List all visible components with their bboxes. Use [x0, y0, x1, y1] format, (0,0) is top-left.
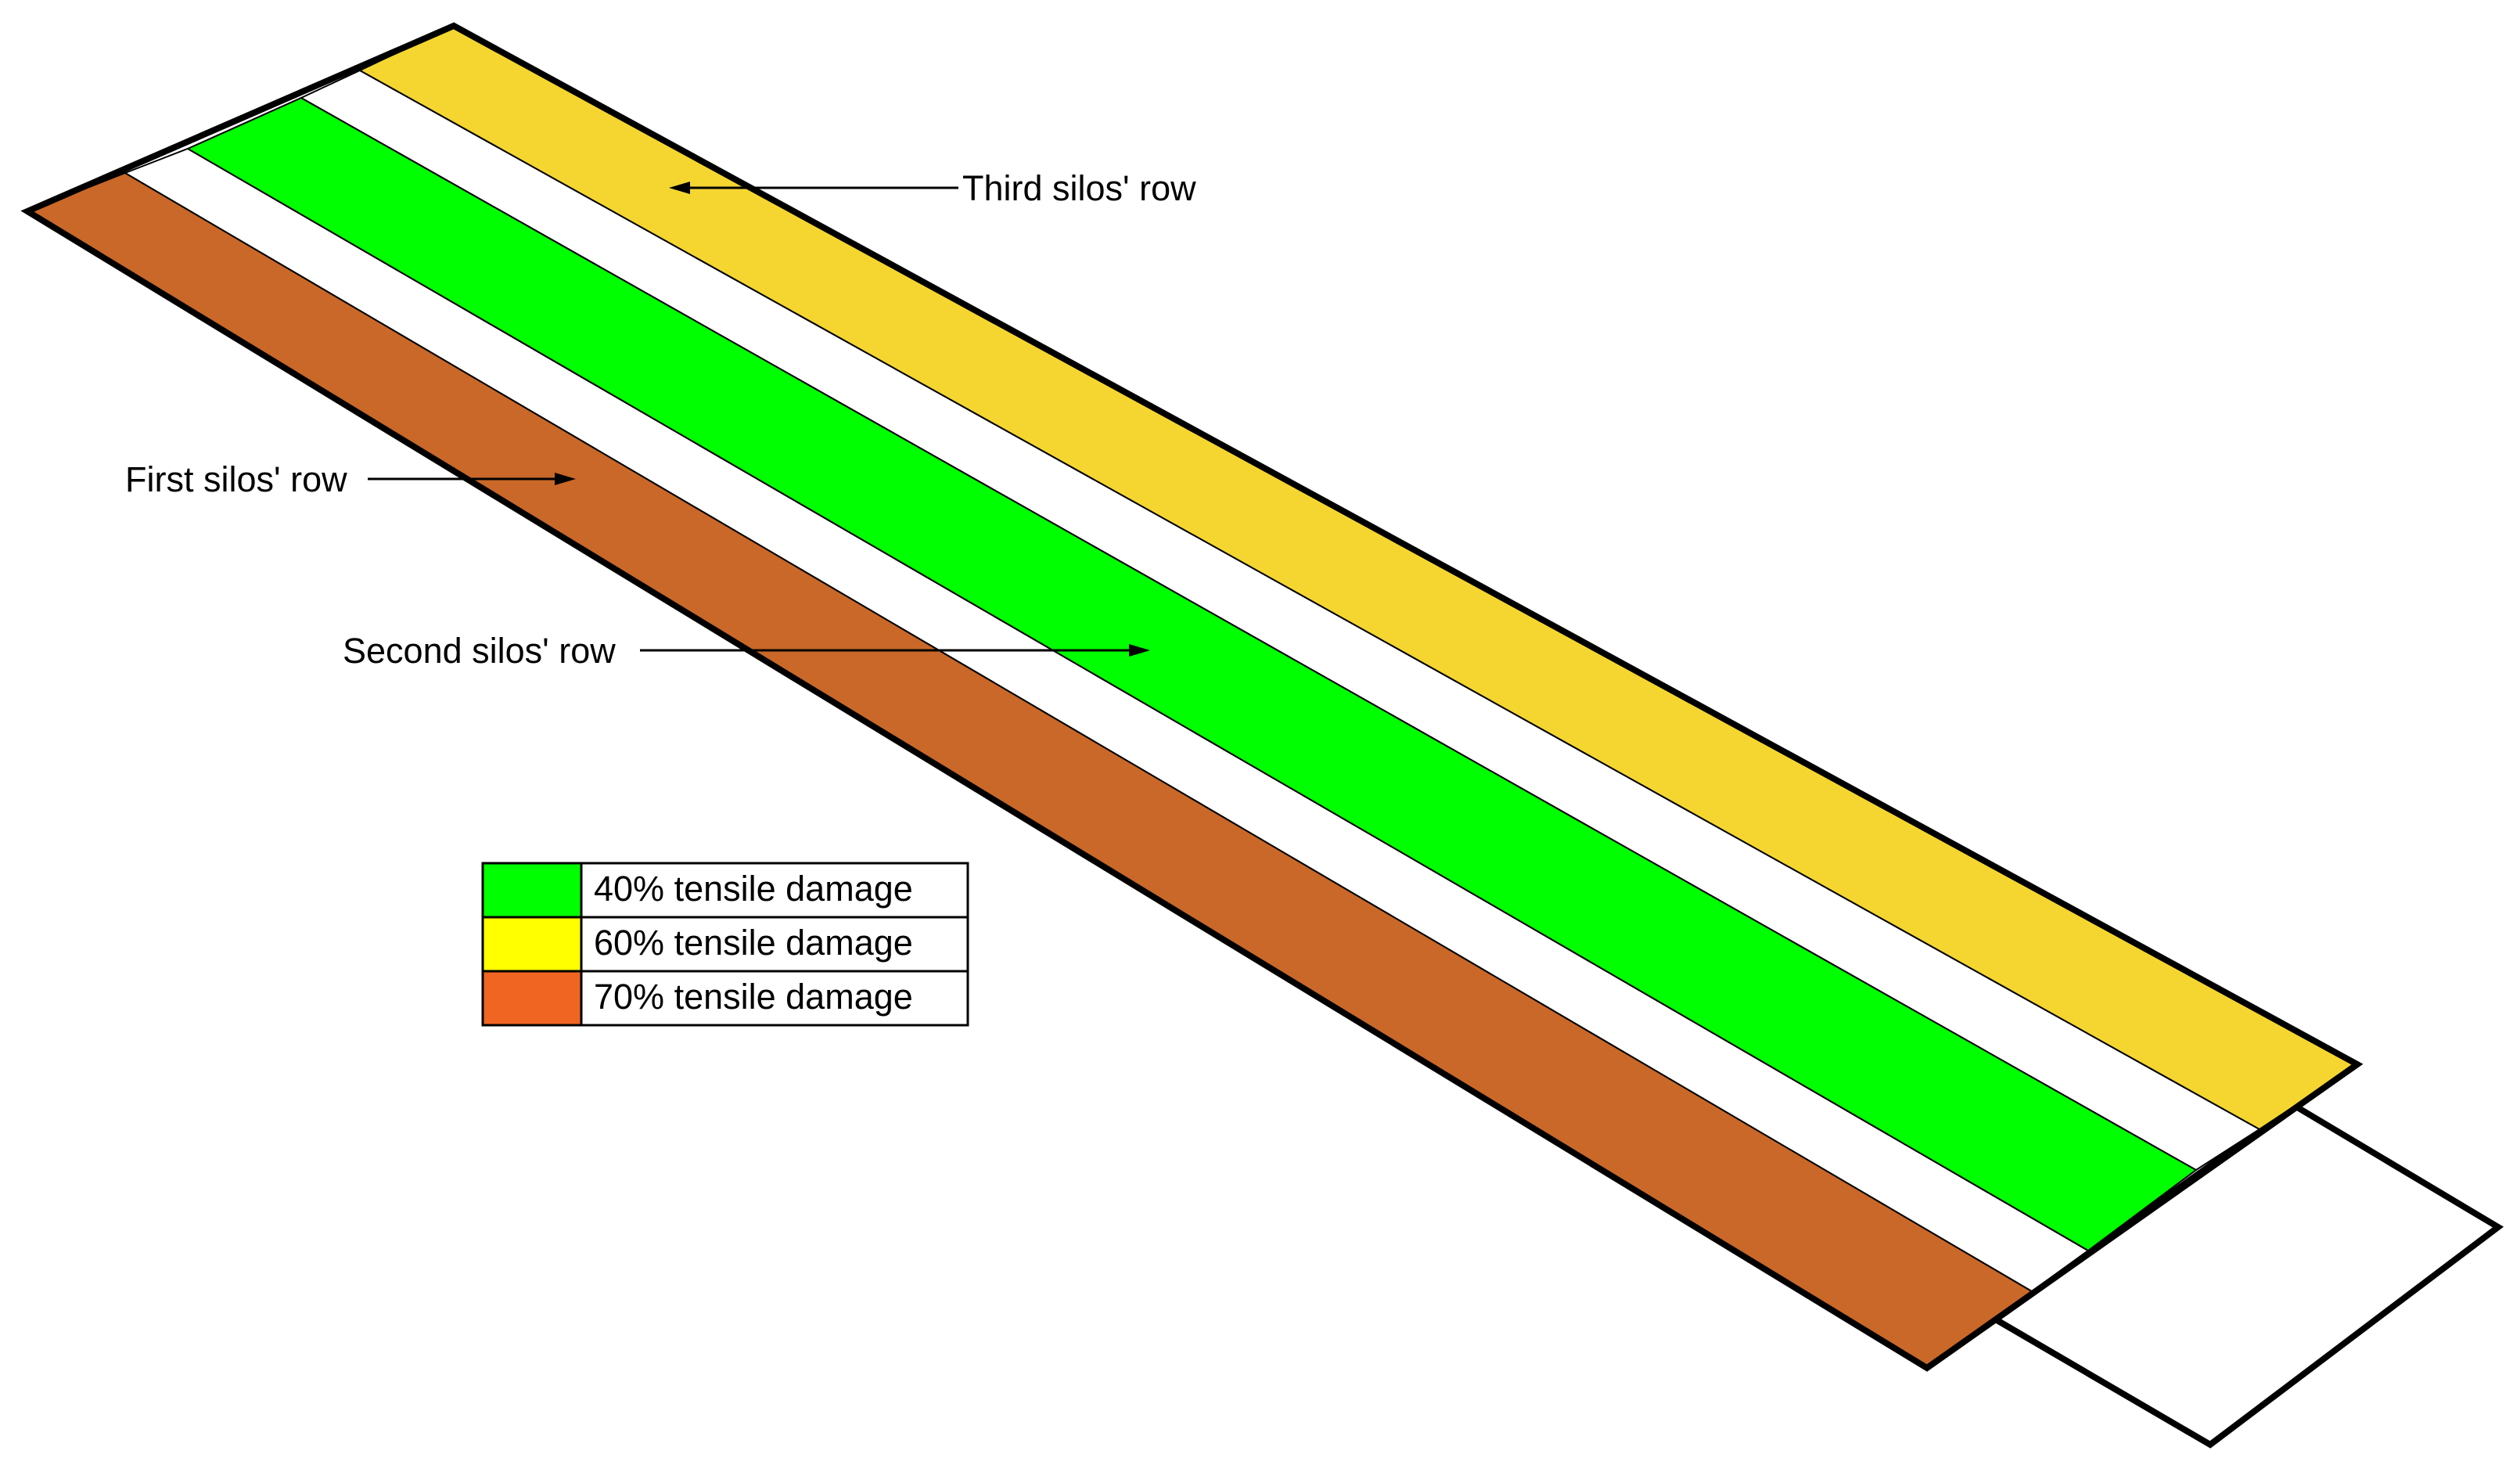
first-row-arrowhead: [555, 473, 576, 485]
second-row-band: [185, 96, 2198, 1252]
legend-swatch-0: [481, 862, 583, 919]
third-row-label: Third silos' row: [962, 168, 1196, 208]
legend-cell-2: [580, 970, 969, 1027]
legend-cell-1: [580, 916, 969, 973]
second-row-callout: [640, 644, 1150, 657]
second-row-arrowhead: [1129, 644, 1150, 657]
legend-swatch-1: [481, 916, 583, 973]
third-row-callout: [669, 182, 958, 194]
first-row-callout: [368, 473, 576, 485]
legend-label-1: 60% tensile damage: [594, 923, 913, 963]
legend-cell-0: [580, 862, 969, 919]
second-row-label: Second silos' row: [343, 631, 616, 671]
legend: 40% tensile damage 60% tensile damage 70% …: [481, 862, 969, 1027]
legend-label-2: 70% tensile damage: [594, 977, 913, 1017]
first-row-label: First silos' row: [125, 459, 347, 499]
gap-band-1: [123, 147, 2090, 1293]
legend-label-0: 40% tensile damage: [594, 869, 913, 909]
legend-swatch-2: [481, 970, 583, 1027]
third-row-arrowhead: [669, 182, 690, 194]
main-slab-outline: [20, 22, 2364, 1372]
